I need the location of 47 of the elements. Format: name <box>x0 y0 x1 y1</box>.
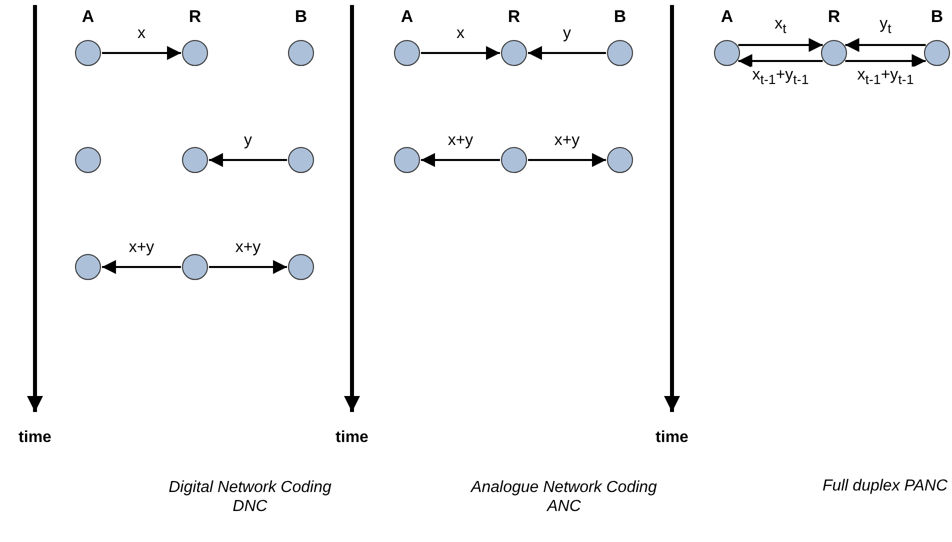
node-circle <box>75 40 101 66</box>
arrow <box>528 46 606 60</box>
arrow <box>845 54 926 68</box>
arrow <box>102 46 181 60</box>
arrow <box>845 38 926 52</box>
node-heading: R <box>828 7 840 27</box>
node-circle <box>714 40 740 66</box>
arrow <box>209 260 287 274</box>
node-circle <box>501 40 527 66</box>
node-circle <box>75 147 101 173</box>
axis-label: time <box>336 429 368 447</box>
node-circle <box>288 40 314 66</box>
node-circle <box>394 40 420 66</box>
node-heading: A <box>400 7 414 27</box>
arrow <box>421 46 500 60</box>
panel-caption: Full duplex PANC <box>821 476 949 496</box>
node-circle <box>607 147 633 173</box>
node-heading: B <box>614 7 626 27</box>
node-circle <box>75 254 101 280</box>
node-circle <box>501 147 527 173</box>
arrow <box>738 38 823 52</box>
node-circle <box>607 40 633 66</box>
node-circle <box>182 40 208 66</box>
node-circle <box>394 147 420 173</box>
node-heading: A <box>82 7 94 27</box>
arrow <box>528 153 606 167</box>
node-circle <box>288 147 314 173</box>
node-circle <box>182 147 208 173</box>
edge-label: x$_{t-1}$+y$_{t-1}$ <box>750 66 811 88</box>
node-heading: B <box>294 7 308 27</box>
node-heading: A <box>720 7 734 27</box>
arrow <box>738 54 823 68</box>
node-circle <box>288 254 314 280</box>
node-heading: B <box>930 7 944 27</box>
panel-caption: Analogue Network Coding ANC <box>469 478 658 516</box>
arrow <box>421 153 500 167</box>
edge-label: x$_{t-1}$+y$_{t-1}$ <box>855 66 916 88</box>
axis-label: time <box>18 429 52 447</box>
node-heading: R <box>508 7 520 27</box>
node-circle <box>182 254 208 280</box>
panel-caption: Digital Network Coding DNC <box>168 478 332 516</box>
arrow <box>209 153 287 167</box>
node-circle <box>924 40 950 66</box>
node-circle <box>821 40 847 66</box>
arrow <box>102 260 181 274</box>
axis-label: time <box>656 429 688 447</box>
node-heading: R <box>188 7 202 27</box>
